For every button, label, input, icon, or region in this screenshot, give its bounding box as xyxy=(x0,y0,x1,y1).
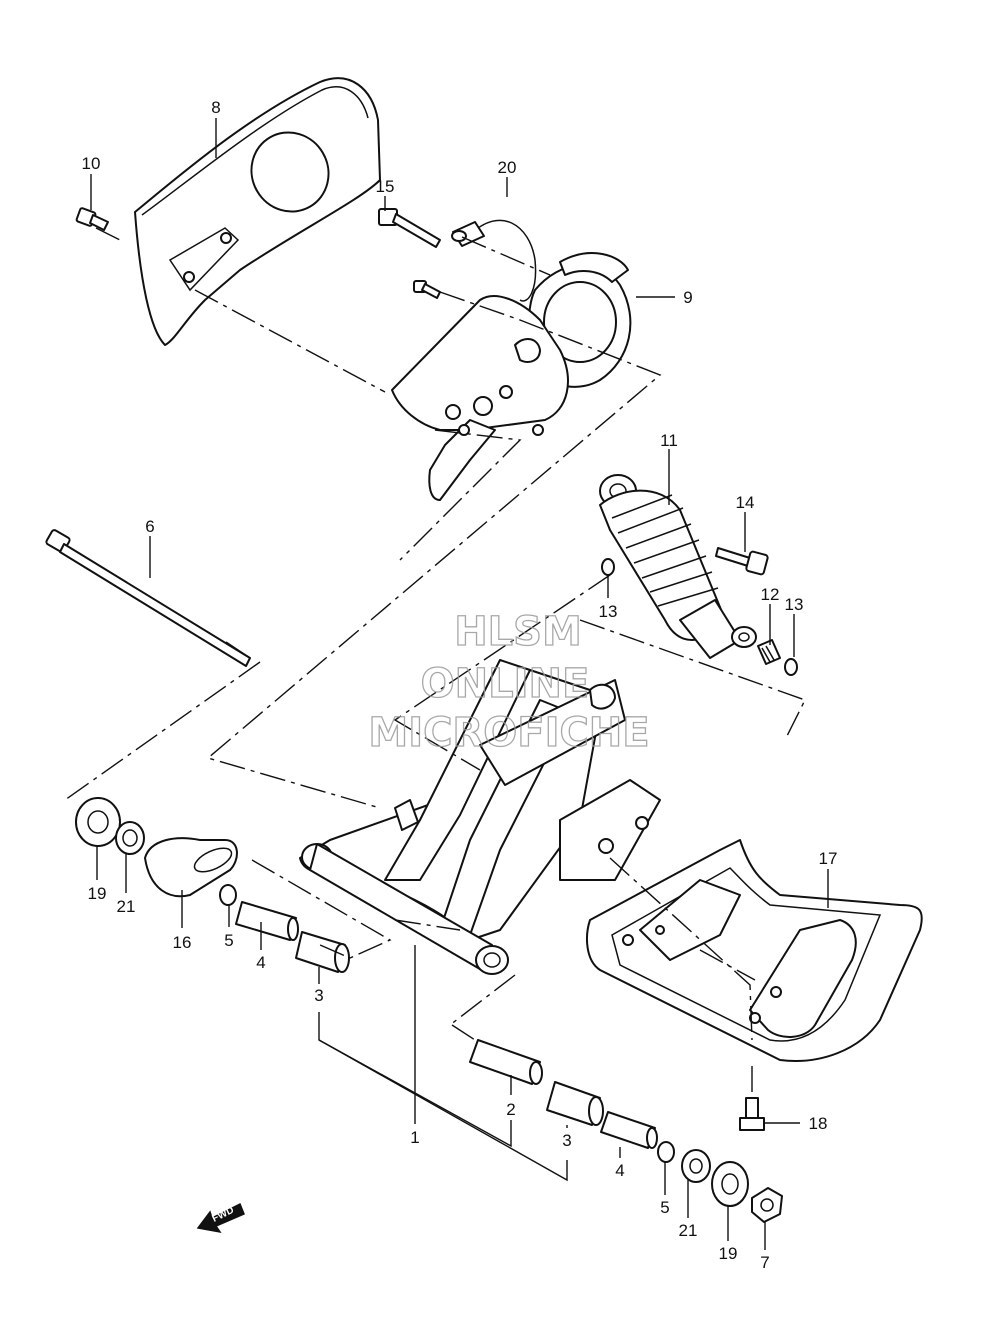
part-6-axle-bolt xyxy=(45,529,251,667)
part-3-left-bushing xyxy=(295,931,350,973)
part-18-bolt xyxy=(739,1097,765,1131)
callout-19-right: 19 xyxy=(719,1244,738,1263)
callout-8: 8 xyxy=(211,98,220,117)
bracket-bolt xyxy=(413,280,441,299)
part-16-left-guard xyxy=(144,837,238,898)
callout-1: 1 xyxy=(410,1128,419,1147)
watermark-line-3: MICROFICHE xyxy=(368,710,649,756)
callout-5-right: 5 xyxy=(660,1198,669,1217)
callout-13-upper: 13 xyxy=(599,602,618,621)
assembly-lines xyxy=(64,227,806,1095)
watermark-line-2: ONLINE xyxy=(421,661,590,707)
callout-2: 2 xyxy=(506,1100,515,1119)
callout-5-left: 5 xyxy=(224,931,233,950)
callout-20: 20 xyxy=(498,158,517,177)
part-14-bolt xyxy=(715,547,769,576)
part-15-long-bolt xyxy=(378,208,441,248)
callout-15: 15 xyxy=(376,177,395,196)
part-12-bearing xyxy=(757,639,781,665)
callout-7: 7 xyxy=(760,1253,769,1272)
fwd-arrow-icon: FWD xyxy=(196,1202,245,1234)
callout-10: 10 xyxy=(82,154,101,173)
callout-18: 18 xyxy=(809,1114,828,1133)
callout-19-left: 19 xyxy=(88,884,107,903)
callout-4-left: 4 xyxy=(256,953,265,972)
part-11-shock-absorber xyxy=(599,474,757,659)
callout-4-right: 4 xyxy=(615,1161,624,1180)
part-10-bolt xyxy=(75,207,109,231)
part-2-bushing-sleeve xyxy=(469,1039,543,1085)
part-20-clip xyxy=(451,219,537,302)
callout-16: 16 xyxy=(173,933,192,952)
callout-21-left: 21 xyxy=(117,897,136,916)
part-17-skid-plate xyxy=(586,839,923,1062)
callout-17: 17 xyxy=(819,849,838,868)
part-19-left-seal xyxy=(75,797,121,847)
part-19-right-seal xyxy=(711,1161,749,1207)
callout-3-left: 3 xyxy=(314,986,323,1005)
part-3-right-bushing xyxy=(546,1081,604,1126)
part-5-right-collar xyxy=(657,1141,675,1163)
watermark: HLSM ONLINE MICROFICHE xyxy=(368,608,651,756)
callout-11: 11 xyxy=(660,431,678,450)
part-7-nut xyxy=(751,1187,783,1223)
part-21-left-washer xyxy=(115,821,145,855)
part-21-right-washer xyxy=(681,1149,711,1183)
part-8-chain-cover xyxy=(134,77,381,346)
callout-12: 12 xyxy=(761,585,780,604)
callout-labels: 8 10 15 20 9 6 11 14 13 12 13 19 21 16 5… xyxy=(82,98,838,1272)
part-1-swing-arm xyxy=(299,659,661,975)
part-4-right-spacer xyxy=(600,1111,658,1149)
part-13-rings xyxy=(601,558,798,676)
callout-6: 6 xyxy=(145,517,154,536)
callout-3-right: 3 xyxy=(562,1131,571,1150)
leader-lines xyxy=(90,118,829,1250)
callout-13-lower: 13 xyxy=(785,595,804,614)
callout-21-right: 21 xyxy=(679,1221,698,1240)
watermark-line-1: HLSM xyxy=(454,609,582,655)
chain-case-bracket xyxy=(391,295,569,501)
part-4-left-spacer xyxy=(235,901,299,941)
part-5-left-collar xyxy=(219,884,237,906)
callout-14: 14 xyxy=(736,493,755,512)
callout-9: 9 xyxy=(683,288,692,307)
